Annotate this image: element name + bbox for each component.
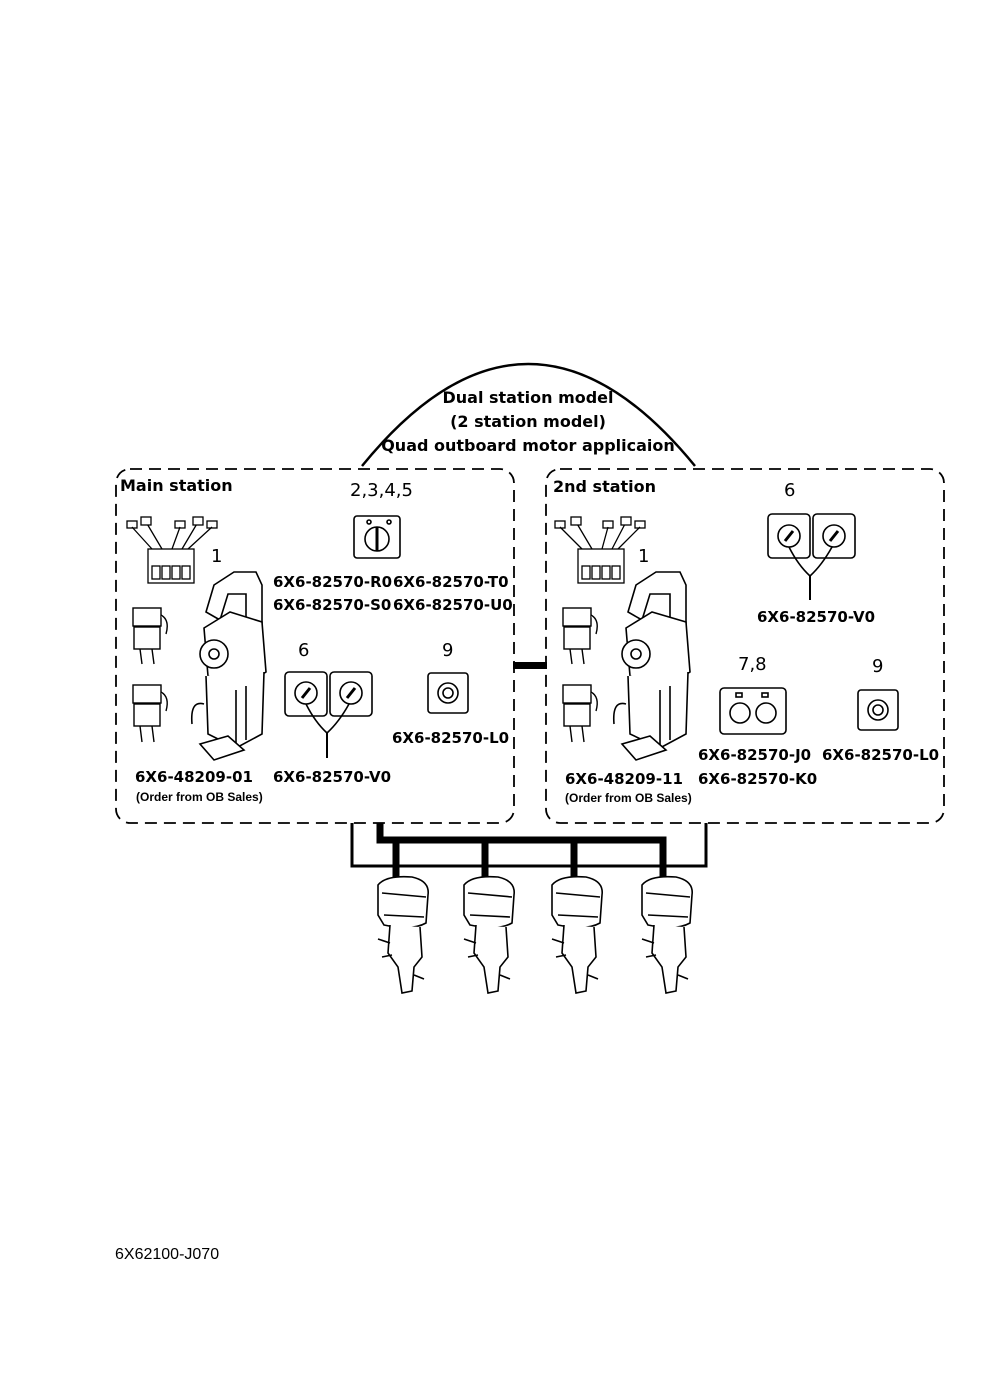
station-link [513,662,547,669]
main-switch-panel-icon [353,515,401,559]
footer-code: 6X62100-J070 [115,1246,220,1263]
outboard-engine-4-icon [641,875,693,994]
diagram-title-line-3: Quad outboard motor applicaion [381,436,675,455]
second-dual-switch-icon [719,687,787,735]
main-part-stop: 6X6-82570-L0 [392,729,510,747]
main-part-switch-3: 6X6-82570-S0 [273,596,392,614]
station-arc [361,362,696,467]
outboard-engine-3-icon [551,875,603,994]
second-relay-unit-icon [562,607,598,743]
outboard-engine-2-icon [463,875,515,994]
main-callout-stop: 9 [442,640,454,661]
second-part-dual-2: 6X6-82570-K0 [698,770,818,788]
main-part-switch-4: 6X6-82570-U0 [393,596,513,614]
main-station-box [115,468,515,824]
second-stop-switch-icon [857,689,899,731]
second-control-lever-icon [612,571,691,761]
engine-harness [350,823,708,880]
main-order-note: (Order from OB Sales) [136,790,263,804]
outboard-engine-1-icon [377,875,429,994]
main-relay-unit-icon [132,607,168,743]
main-station-heading: Main station [120,476,233,495]
main-part-key: 6X6-82570-V0 [273,768,392,786]
second-part-dual-1: 6X6-82570-J0 [698,746,812,764]
second-callout-lever: 1 [638,546,650,567]
main-key-switch-icon [284,671,373,758]
second-station-heading: 2nd station [553,477,657,496]
second-part-stop: 6X6-82570-L0 [822,746,940,764]
second-callout-dual: 7,8 [738,654,767,675]
diagram-title-line-1: Dual station model [442,388,614,407]
second-part-control: 6X6-48209-11 [565,770,683,788]
main-control-lever-icon [190,571,267,761]
main-callout-key: 6 [298,640,310,661]
second-callout-stop: 9 [872,656,884,677]
main-part-switch-2: 6X6-82570-T0 [393,573,509,591]
main-stop-switch-icon [427,672,469,714]
second-station-box [545,468,945,824]
main-part-control: 6X6-48209-01 [135,768,253,786]
second-order-note: (Order from OB Sales) [565,791,692,805]
main-callout-lever: 1 [211,546,223,567]
diagram-title-line-2: (2 station model) [450,412,606,431]
main-gauge-harness-icon [126,516,218,584]
second-key-switch-icon [767,513,856,600]
second-gauge-harness-icon [554,516,646,584]
main-callout-switch: 2,3,4,5 [350,480,413,501]
main-part-switch-1: 6X6-82570-R0 [273,573,393,591]
second-callout-key: 6 [784,480,796,501]
second-part-key: 6X6-82570-V0 [757,608,876,626]
